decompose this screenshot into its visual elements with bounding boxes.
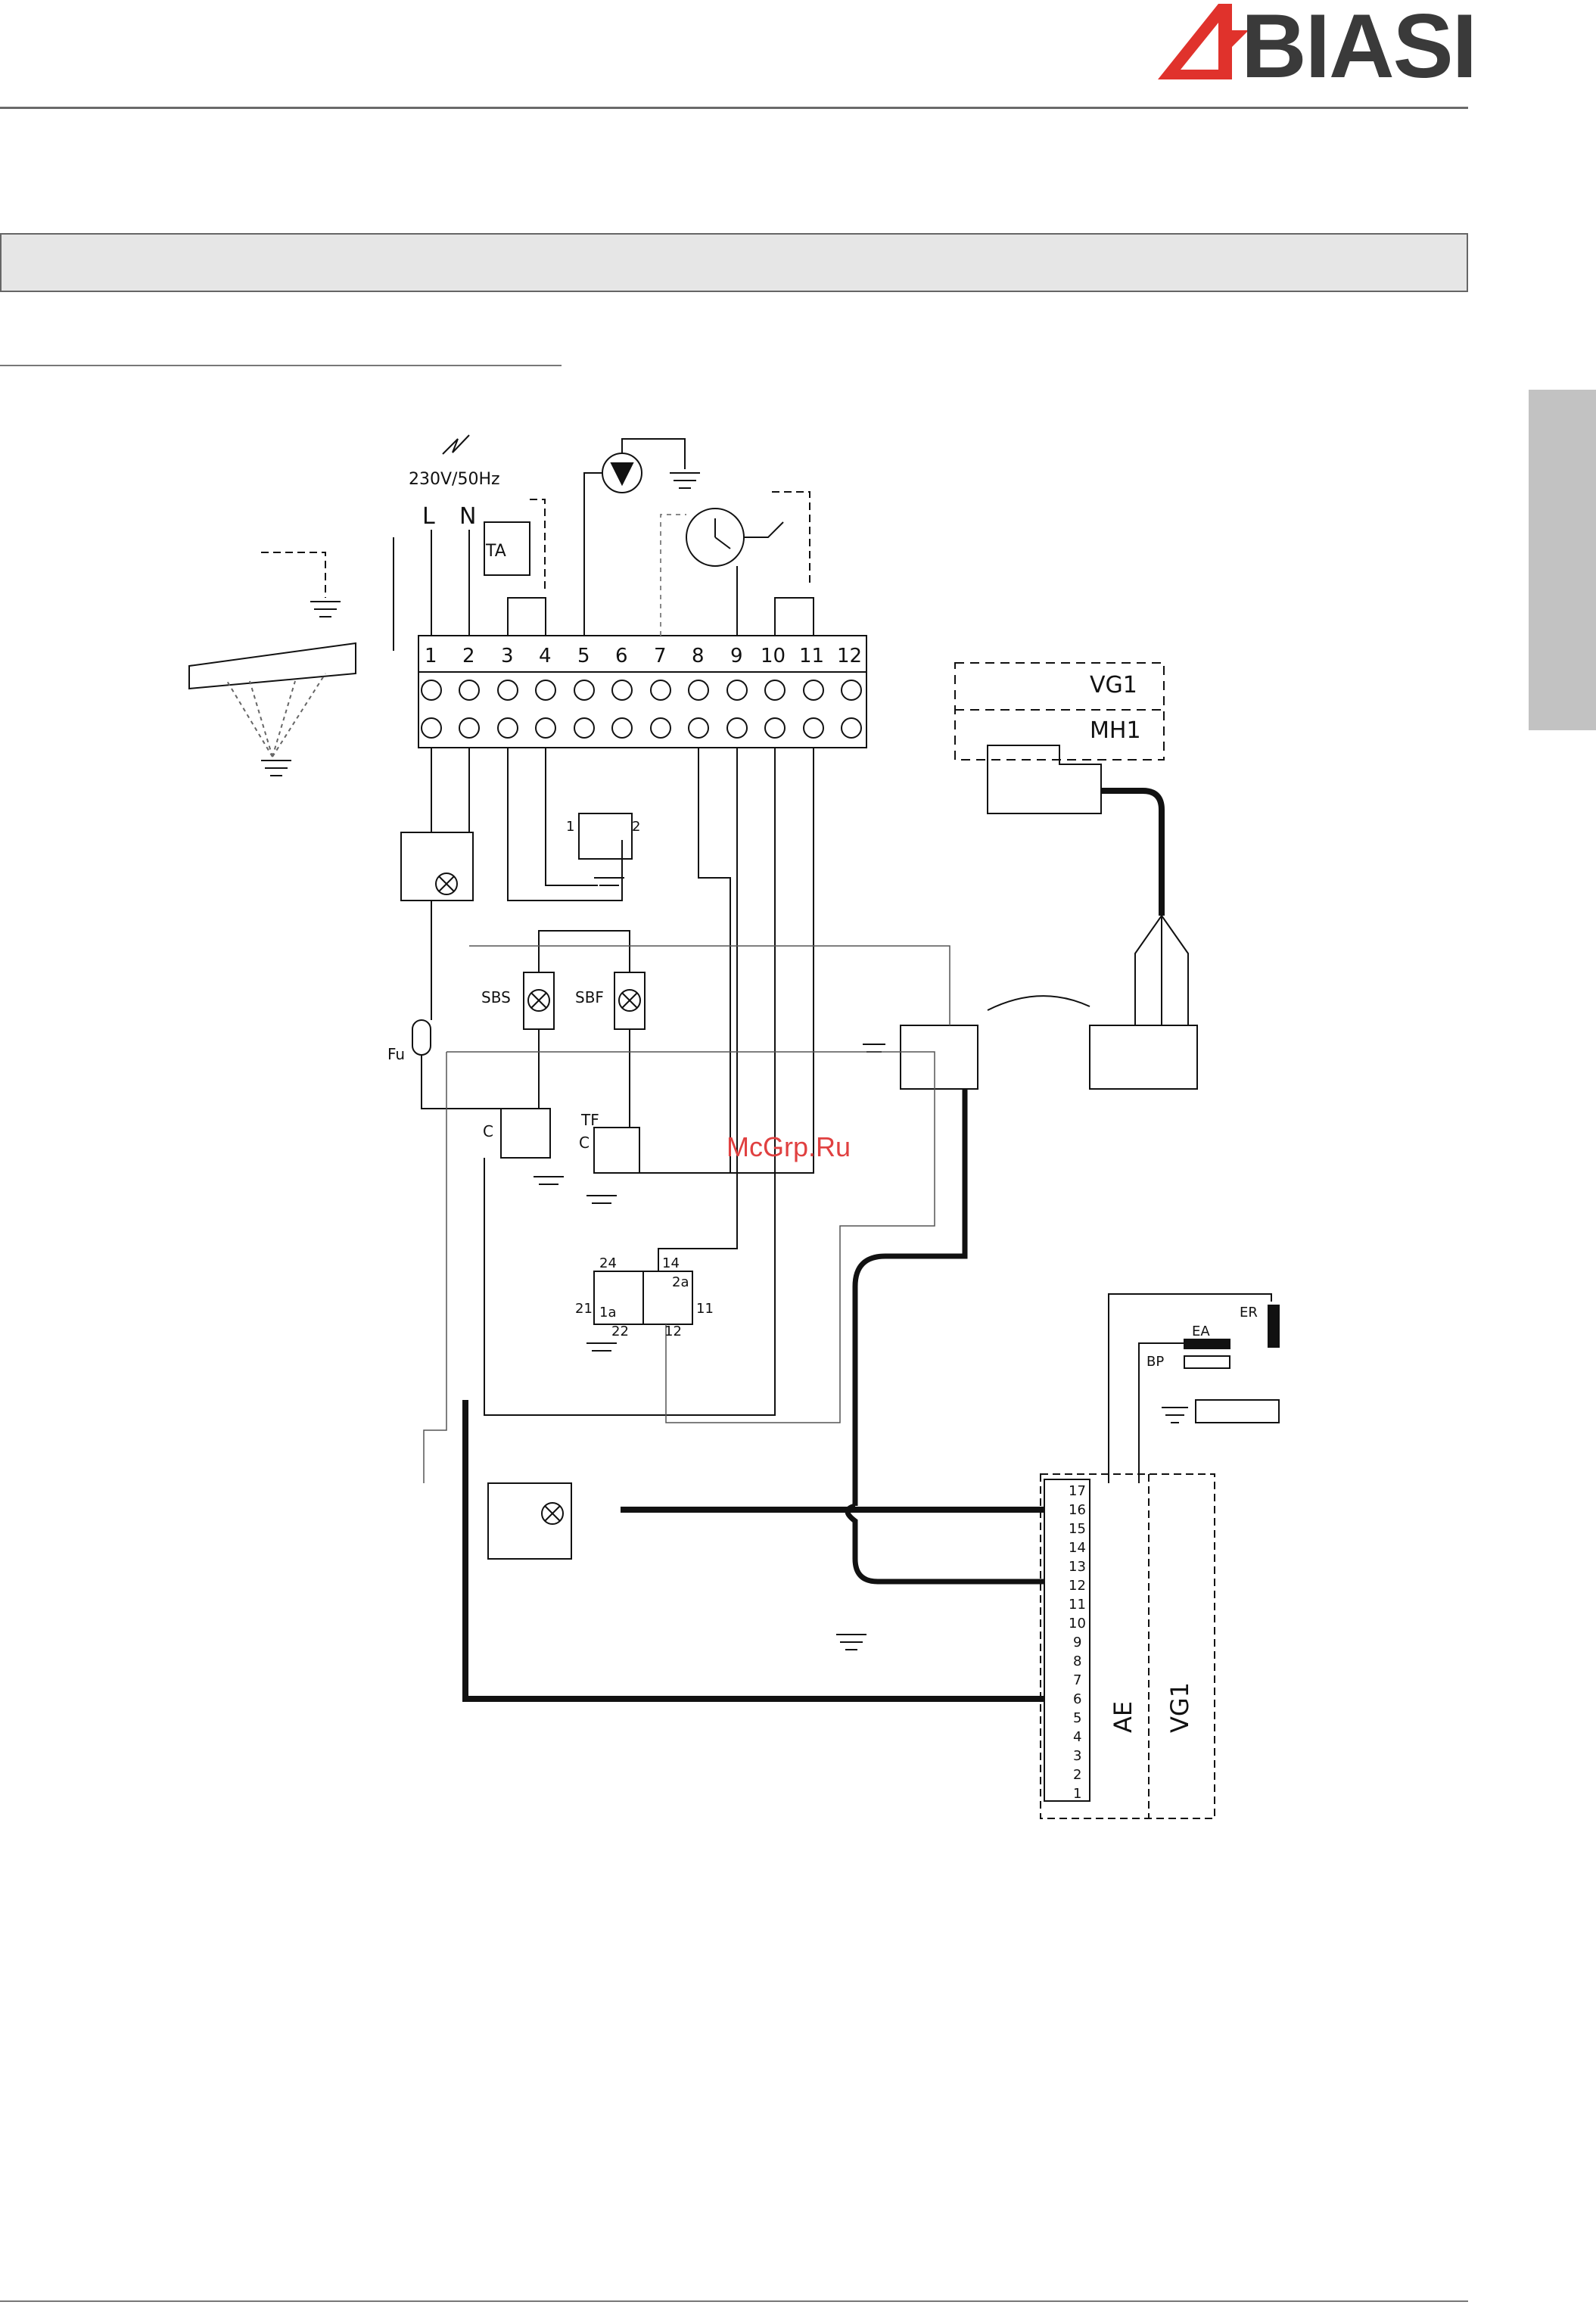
svg-text:9: 9 [1073,1635,1081,1650]
main-switch [401,832,473,901]
svg-text:1: 1 [425,645,437,667]
valve-coil-label: MH1 [1090,717,1141,744]
valve-plug [988,745,1101,813]
connector-left [901,1025,978,1089]
burner-strip [189,643,356,689]
svg-text:5: 5 [577,645,590,667]
thermostat-c [501,1109,550,1158]
svg-text:2: 2 [462,645,475,667]
svg-text:12: 12 [1069,1578,1086,1594]
line-label: L [422,503,435,530]
terminal-numbers: 1 2 3 4 5 6 7 8 9 10 11 12 [425,645,862,667]
svg-text:16: 16 [1069,1502,1086,1518]
svg-text:10: 10 [1069,1616,1086,1632]
thermostat-common-label: C [483,1122,493,1140]
tf-common-label: C [579,1134,590,1152]
burner-bp [1184,1356,1230,1368]
svg-text:17: 17 [1069,1483,1086,1499]
svg-text:4: 4 [1073,1729,1081,1745]
sbf-label: SBF [575,988,604,1006]
board-pin-labels: 17 16 15 14 13 12 11 10 9 8 7 6 5 4 3 2 … [1069,1483,1086,1802]
svg-text:1: 1 [1073,1786,1081,1802]
terminal-screws [422,680,861,738]
ionisation-label: ER [1240,1305,1258,1320]
control-board-label: AE [1109,1701,1137,1733]
flow-stat-label: TF [580,1111,599,1129]
svg-text:1a: 1a [599,1305,616,1320]
svg-text:12: 12 [664,1324,682,1339]
svg-text:6: 6 [1073,1691,1081,1707]
svg-text:7: 7 [654,645,667,667]
svg-text:10: 10 [761,645,786,667]
ionisation-electrode [1268,1305,1279,1347]
svg-text:6: 6 [615,645,628,667]
svg-text:8: 8 [1073,1653,1081,1669]
svg-text:7: 7 [1073,1672,1081,1688]
svg-text:2: 2 [1073,1767,1081,1783]
lightning-icon [443,435,469,454]
svg-text:9: 9 [730,645,743,667]
svg-text:14: 14 [1069,1540,1086,1556]
sbs-label: SBS [481,988,511,1006]
svg-text:11: 11 [1069,1597,1086,1613]
ignition-label: EA [1192,1324,1210,1339]
room-thermostat-label: TA [485,542,506,561]
control-board [1041,1474,1215,1818]
board-valve-label: VG1 [1165,1682,1194,1733]
relay-contact-2: 2 [632,819,640,835]
svg-text:5: 5 [1073,1710,1081,1726]
svg-text:24: 24 [599,1255,617,1271]
svg-text:12: 12 [837,645,862,667]
svg-text:15: 15 [1069,1521,1086,1537]
svg-text:22: 22 [611,1324,629,1339]
relay-contact-1: 1 [566,819,574,835]
svg-text:21: 21 [575,1301,593,1317]
svg-text:4: 4 [539,645,552,667]
relay-box [579,813,632,859]
neutral-label: N [459,503,476,530]
burner-label: BP [1146,1354,1164,1370]
svg-text:14: 14 [662,1255,680,1271]
gas-valve-label: VG1 [1090,672,1137,698]
supply-label: 230V/50Hz [409,470,500,489]
svg-text:11: 11 [799,645,824,667]
svg-text:11: 11 [696,1301,714,1317]
fuse [412,1020,431,1055]
burner-ramp [1196,1400,1279,1423]
svg-text:13: 13 [1069,1559,1086,1575]
flow-thermostat-tf [594,1128,639,1173]
fuse-label: Fu [387,1045,405,1063]
svg-text:3: 3 [1073,1748,1081,1764]
svg-text:3: 3 [501,645,514,667]
svg-text:8: 8 [692,645,705,667]
svg-text:2a: 2a [672,1274,689,1290]
connector-right [1090,1025,1197,1089]
watermark-text: McGrp.Ru [726,1131,851,1163]
terminal-block [418,672,866,748]
connect-arrow [988,996,1090,1010]
